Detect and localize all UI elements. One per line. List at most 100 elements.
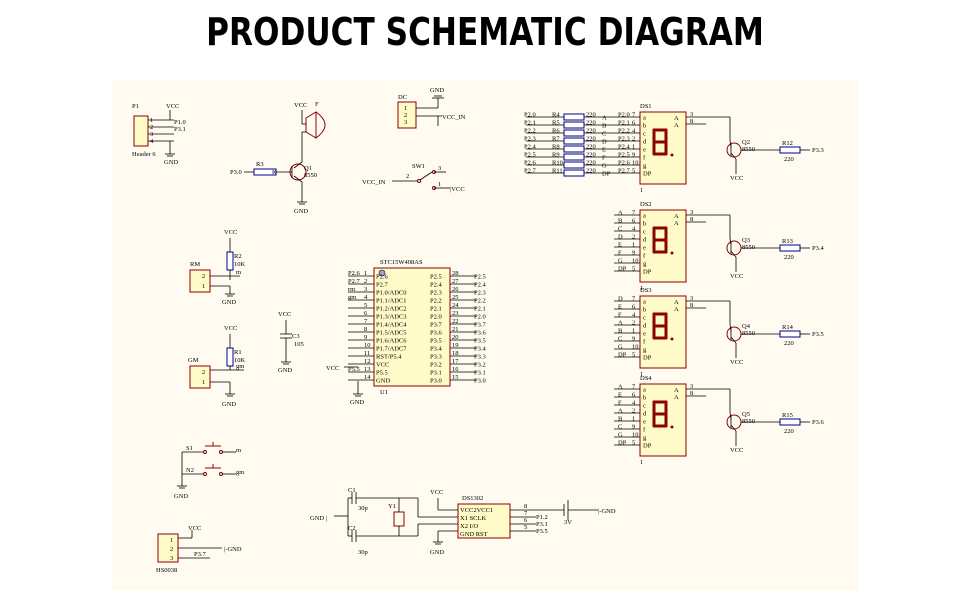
transistor-vcc: VCC xyxy=(730,273,743,280)
battery-3v: 3V xyxy=(564,519,572,526)
capacitor-c3: VCC C3 105 GND xyxy=(278,311,304,374)
mcu-right-net: P2.3 xyxy=(474,290,486,297)
mcu-right-net: P3.3 xyxy=(474,354,486,361)
common-anode-label: A xyxy=(674,213,679,220)
display-label: DS4 xyxy=(640,375,652,382)
dc-pin-1: 1 xyxy=(404,105,407,112)
segment-letter: c xyxy=(643,229,646,236)
mcu-left-net: P5.5 xyxy=(348,366,360,373)
sw1-pin-2: 2 xyxy=(406,173,409,180)
transistor-q5 xyxy=(726,414,742,430)
transistor-part: 8550 xyxy=(742,146,755,153)
segment-pin-num: 5 xyxy=(632,266,635,273)
mcu-right-pin-name: P2.0 xyxy=(430,314,442,321)
base-resistor-value: 220 xyxy=(784,156,794,163)
gm-label: GM xyxy=(188,357,199,364)
mcu-right-pin-num: 24 xyxy=(452,302,459,309)
segment-net: E xyxy=(618,392,622,399)
ds1302-pin-7: 7 xyxy=(524,510,528,517)
segment-letter: a xyxy=(643,387,646,394)
segment-resistor-label: R7 xyxy=(552,136,560,143)
segment-pin-num: 4 xyxy=(632,226,636,233)
mcu-segment-net: P2.7 xyxy=(524,168,536,175)
pin-2: 2 xyxy=(150,124,153,131)
gm-vcc: VCC xyxy=(224,325,237,332)
segment-pin-num: 5 xyxy=(632,168,635,175)
dc-pin-2: 2 xyxy=(404,112,407,119)
segment-resistor-label: R6 xyxy=(552,128,560,135)
r1-label: R1 xyxy=(234,349,242,356)
gm-pin-1: 1 xyxy=(202,379,205,386)
segment-letter: g xyxy=(643,261,647,268)
segment-resistor xyxy=(563,129,585,137)
segment-letter: e xyxy=(643,331,646,338)
segment-resistor-value: 220 xyxy=(586,128,596,135)
mcu-left-pin-name: P2.6 xyxy=(376,274,388,281)
mcu-right-pin-name: P2.1 xyxy=(430,306,442,313)
segment-resistor-value: 220 xyxy=(586,112,596,119)
segment-letter: e xyxy=(643,147,646,154)
segment-net: B xyxy=(618,218,623,225)
segment-net: C xyxy=(618,226,622,233)
base-resistor-label: R12 xyxy=(782,140,793,147)
dc-pin-3: 3 xyxy=(404,119,407,126)
p1-net-p31: P3.1 xyxy=(174,126,186,133)
base-net: P3.5 xyxy=(812,331,824,338)
segment-letter: f xyxy=(643,339,646,346)
rm-pin-1: 1 xyxy=(202,283,205,290)
rm-vcc: VCC xyxy=(224,229,237,236)
segment-net: P2.7 xyxy=(618,168,630,175)
q1-net-p30: P3.0 xyxy=(230,169,242,176)
segment-resistor-value: 220 xyxy=(586,136,596,143)
segment-resistor xyxy=(563,153,585,161)
mcu-right-pin-num: 25 xyxy=(452,294,459,301)
anode-pin-8: 8 xyxy=(690,390,693,397)
segment-pin-num: 9 xyxy=(632,250,635,257)
segment-letter: d xyxy=(643,139,647,146)
hs-pin-3: 3 xyxy=(170,555,173,562)
connector-gm: VCC R1 10K GM 2 1 gm GND xyxy=(188,325,246,408)
mcu-segment-net: P2.2 xyxy=(524,128,536,135)
r2-label: R2 xyxy=(234,253,242,260)
segment-pin-num: 7 xyxy=(632,112,636,119)
c2-label: C2 xyxy=(348,525,356,532)
segment-resistor xyxy=(563,137,585,145)
mcu-right-pin-num: 27 xyxy=(452,278,459,285)
mcu-right-pin-num: 20 xyxy=(452,334,459,341)
segment-out-letter: B xyxy=(602,123,607,130)
pin-3: 3 xyxy=(150,131,153,138)
dc-jack: DC 1 2 3 GND VCC_IN xyxy=(397,87,466,129)
transistor-q4 xyxy=(726,326,742,342)
battery-gnd: |-GND xyxy=(598,508,616,515)
ds1302-net-p31: P3.1 xyxy=(536,521,548,528)
base-resistor-value: 220 xyxy=(784,428,794,435)
mcu-name: STC15W408AS xyxy=(380,259,423,266)
mcu-right-pin-name: P3.5 xyxy=(430,338,442,345)
segment-pin-num: 6 xyxy=(632,120,636,127)
mcu-right-net: P3.6 xyxy=(474,330,486,337)
mcu-left-pin-name: P1.2/ADC2 xyxy=(376,306,407,313)
transistor-label: Q4 xyxy=(742,323,751,330)
segment-pin-num: 7 xyxy=(632,210,636,217)
mcu-right-pin-num: 26 xyxy=(452,286,459,293)
segment-letter: g xyxy=(643,163,647,170)
common-anode-label: A xyxy=(674,122,679,129)
segment-letter: c xyxy=(643,315,646,322)
anode-pin-3: 3 xyxy=(690,111,693,118)
mcu-left-pin-num: 4 xyxy=(364,294,368,301)
segment-letter: c xyxy=(643,403,646,410)
segment-letter: a xyxy=(643,299,646,306)
base-resistor-value: 220 xyxy=(784,254,794,261)
segment-net: C xyxy=(618,424,622,431)
segment-letter: d xyxy=(643,323,647,330)
mcu-right-pin-num: 17 xyxy=(452,358,459,365)
mcu-vcc: VCC xyxy=(326,365,339,372)
display-label: DS1 xyxy=(640,103,652,110)
segment-letter: a xyxy=(643,115,646,122)
anode-pin-3: 3 xyxy=(690,295,693,302)
anode-pin-8: 8 xyxy=(690,118,693,125)
mcu-gnd: GND xyxy=(350,399,364,406)
mcu-right-net: P2.0 xyxy=(474,314,486,321)
